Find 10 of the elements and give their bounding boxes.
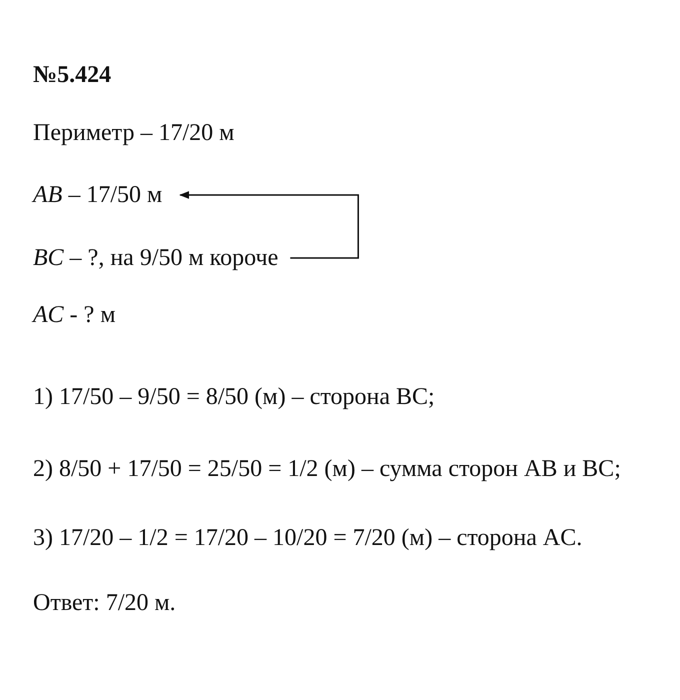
solution-step: 3) 17/20 – 1/2 = 17/20 – 10/20 = 7/20 (м) – сторона AC. <box>33 523 582 553</box>
given-text: Периметр – 17/20 м <box>33 119 234 148</box>
answer-text: Ответ: 7/20 м. <box>33 589 176 618</box>
condition-text: AB – 17/50 м <box>33 180 162 210</box>
problem-number: №5.424 <box>33 61 112 90</box>
question-text: AC - ? м <box>33 301 116 330</box>
solution-step: 2) 8/50 + 17/50 = 25/50 = 1/2 (м) – сумма сторон AB и BC; <box>33 454 621 484</box>
condition-text: BC – ?, на 9/50 м короче <box>33 243 278 273</box>
solution-step: 1) 17/50 – 9/50 = 8/50 (м) – сторона BC; <box>33 382 435 412</box>
arrow <box>179 191 359 259</box>
